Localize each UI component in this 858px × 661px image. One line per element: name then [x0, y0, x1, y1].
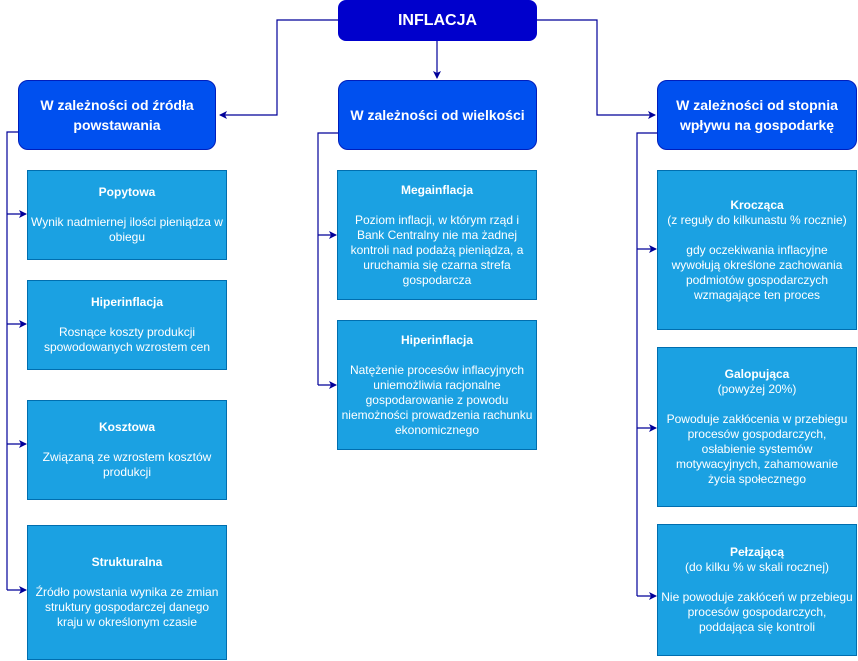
connector-size-trunk — [317, 132, 338, 385]
category-size: W zależności od wielkości — [338, 80, 537, 150]
root-node-inflacja: INFLACJA — [338, 0, 537, 41]
leaf-description: Źródło powstania wynika ze zmian struktu… — [35, 585, 219, 629]
leaf-kroczaca: Krocząca (z reguły do kilkunastu % roczn… — [657, 170, 857, 330]
leaf-pelzajaca: Pełzającą (do kilku % w skali rocznej) N… — [657, 524, 857, 656]
leaf-description: Natężenie procesów inflacyjnych uniemożl… — [341, 362, 533, 437]
leaf-kosztowa: Kosztowa Związaną ze wzrostem kosztów pr… — [27, 400, 227, 500]
leaf-subtitle: (do kilku % w skali rocznej) — [684, 560, 830, 574]
leaf-title: Pełzającą — [729, 545, 785, 559]
connector-source-trunk — [6, 131, 18, 590]
connector-root-to-impact — [537, 19, 656, 119]
leaf-description: Nie powoduje zakłóceń w przebiegu proces… — [661, 590, 853, 634]
leaf-popytowa: Popytowa Wynik nadmiernej ilości pieniąd… — [27, 170, 227, 260]
leaf-strukturalna: Strukturalna Źródło powstania wynika ze … — [27, 525, 227, 660]
connector-impact-trunk — [636, 132, 657, 596]
category-label: W zależności od wielkości — [350, 107, 525, 123]
leaf-description: Związaną ze wzrostem kosztów produkcji — [42, 450, 212, 479]
leaf-subtitle: (z reguły do kilkunastu % rocznie) — [667, 212, 847, 227]
category-label: W zależności od stopnia wpływu na gospod… — [676, 97, 838, 133]
leaf-title: Krocząca — [730, 197, 784, 212]
leaf-description: Poziom inflacji, w którym rząd i Bank Ce… — [350, 212, 524, 287]
leaf-hiperinflacja-size: Hiperinflacja Natężenie procesów inflacy… — [337, 320, 537, 450]
leaf-title: Kosztowa — [98, 420, 155, 434]
leaf-title: Megainflacja — [400, 182, 474, 197]
leaf-megainflacja: Megainflacja Poziom inflacji, w którym r… — [337, 170, 537, 300]
connector-root-to-source — [219, 19, 338, 119]
leaf-subtitle: (powyżej 20%) — [717, 382, 797, 396]
category-label: W zależności od źródła powstawania — [40, 97, 194, 133]
leaf-title: Hiperinflacja — [400, 332, 474, 347]
leaf-title: Strukturalna — [91, 555, 163, 569]
category-source: W zależności od źródła powstawania — [18, 80, 216, 150]
leaf-description: Rosnące koszty produkcji spowodowanych w… — [43, 325, 211, 354]
leaf-title: Popytowa — [98, 185, 156, 199]
leaf-description: Wynik nadmiernej ilości pieniądza w obie… — [31, 215, 223, 244]
leaf-galopujaca: Galopująca (powyżej 20%) Powoduje zakłóc… — [657, 347, 857, 507]
category-impact: W zależności od stopnia wpływu na gospod… — [657, 80, 857, 150]
leaf-description: gdy oczekiwania inflacyjne wywołują okre… — [671, 242, 843, 302]
leaf-title: Hiperinflacja — [90, 295, 164, 309]
root-label: INFLACJA — [397, 11, 478, 29]
leaf-hiperinflacja-source: Hiperinflacja Rosnące koszty produkcji s… — [27, 280, 227, 370]
leaf-description: Powoduje zakłócenia w przebiegu procesów… — [666, 412, 848, 486]
leaf-title: Galopująca — [724, 367, 790, 381]
